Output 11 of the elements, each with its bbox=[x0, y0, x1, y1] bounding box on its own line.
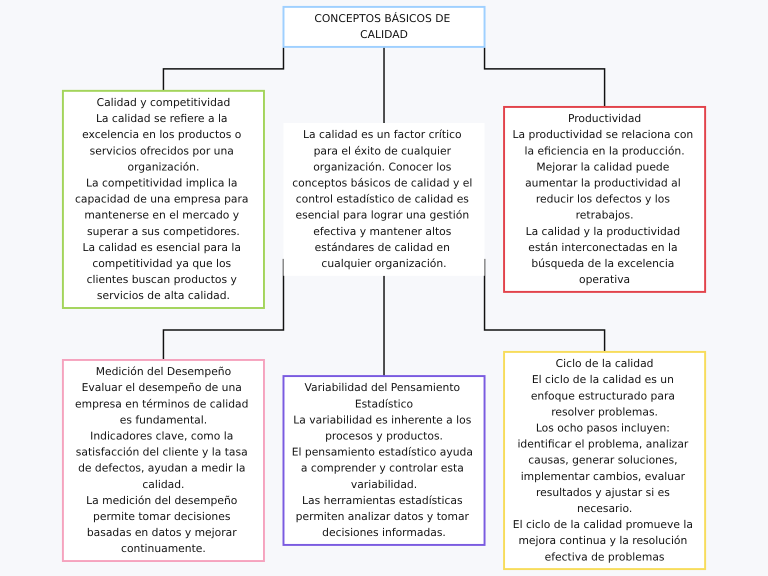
node-box: CONCEPTOS BÁSICOS DE CALIDAD bbox=[282, 6, 486, 48]
node-box: Ciclo de la calidad El ciclo de la calidad es un enfoque estructurado para resolver problemas. Los ocho pasos incluyen: identificar el problema, analizar causas, generar soluciones, implementar cambios, evaluar resultados y ajustar si es necesario. El ciclo de la calidad promueve la mejora continua y la resolución efectiva de problemas bbox=[503, 350, 706, 570]
connector bbox=[383, 276, 385, 377]
connector bbox=[484, 46, 606, 108]
node-box: Medición del Desempeño Evaluar el desempeño de una empresa en términos de calidad es fundamental. Indicadores clave, como la satisfacción del cliente y la tasa de defectos, ayudan a medir la calidad. La medición del desempeño permite tomar decisiones basadas en datos y mejorar continuamente. bbox=[62, 359, 265, 562]
connector bbox=[383, 46, 385, 124]
node-box: Variabilidad del Pensamiento Estadístico La variabilidad es inherente a los procesos y productos. El pensamiento estadístico ayuda a comprender y controlar esta variabilidad. Las herramientas estadísticas permiten analizar datos y tomar decisiones informadas. bbox=[282, 375, 486, 546]
connector bbox=[162, 46, 284, 92]
node-box: Productividad La productividad se relaciona con la eficiencia en la producción. Mejorar la calidad puede aumentar la productividad al reducir los defectos y los retrabajos. La calidad y la productividad están interconectadas en la búsqueda de la excelencia operativa bbox=[503, 106, 706, 293]
node-box: La calidad es un factor crítico para el éxito de cualquier organización. Conocer los conceptos básicos de calidad y el control estadístico de calidad es esencial para lograr una gestión efectiva y mantener altos estándares de calidad en cualquier organización. bbox=[283, 123, 485, 276]
node-box: Calidad y competitividad La calidad se refiere a la excelencia en los productos o servicios ofrecidos por una organización. La competitividad implica la capacidad de una empresa para mantenerse en el mercado y superar a sus competidores. La calidad es esencial para la competitividad ya que los clientes buscan productos y servicios de alta calidad. bbox=[62, 90, 265, 309]
